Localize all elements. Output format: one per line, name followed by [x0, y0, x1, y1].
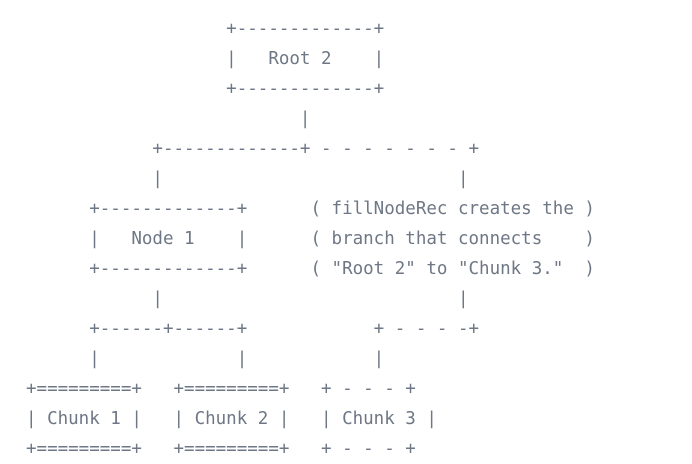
ascii-tree-diagram: +-------------+ | Root 2 | +------------… — [26, 19, 595, 459]
